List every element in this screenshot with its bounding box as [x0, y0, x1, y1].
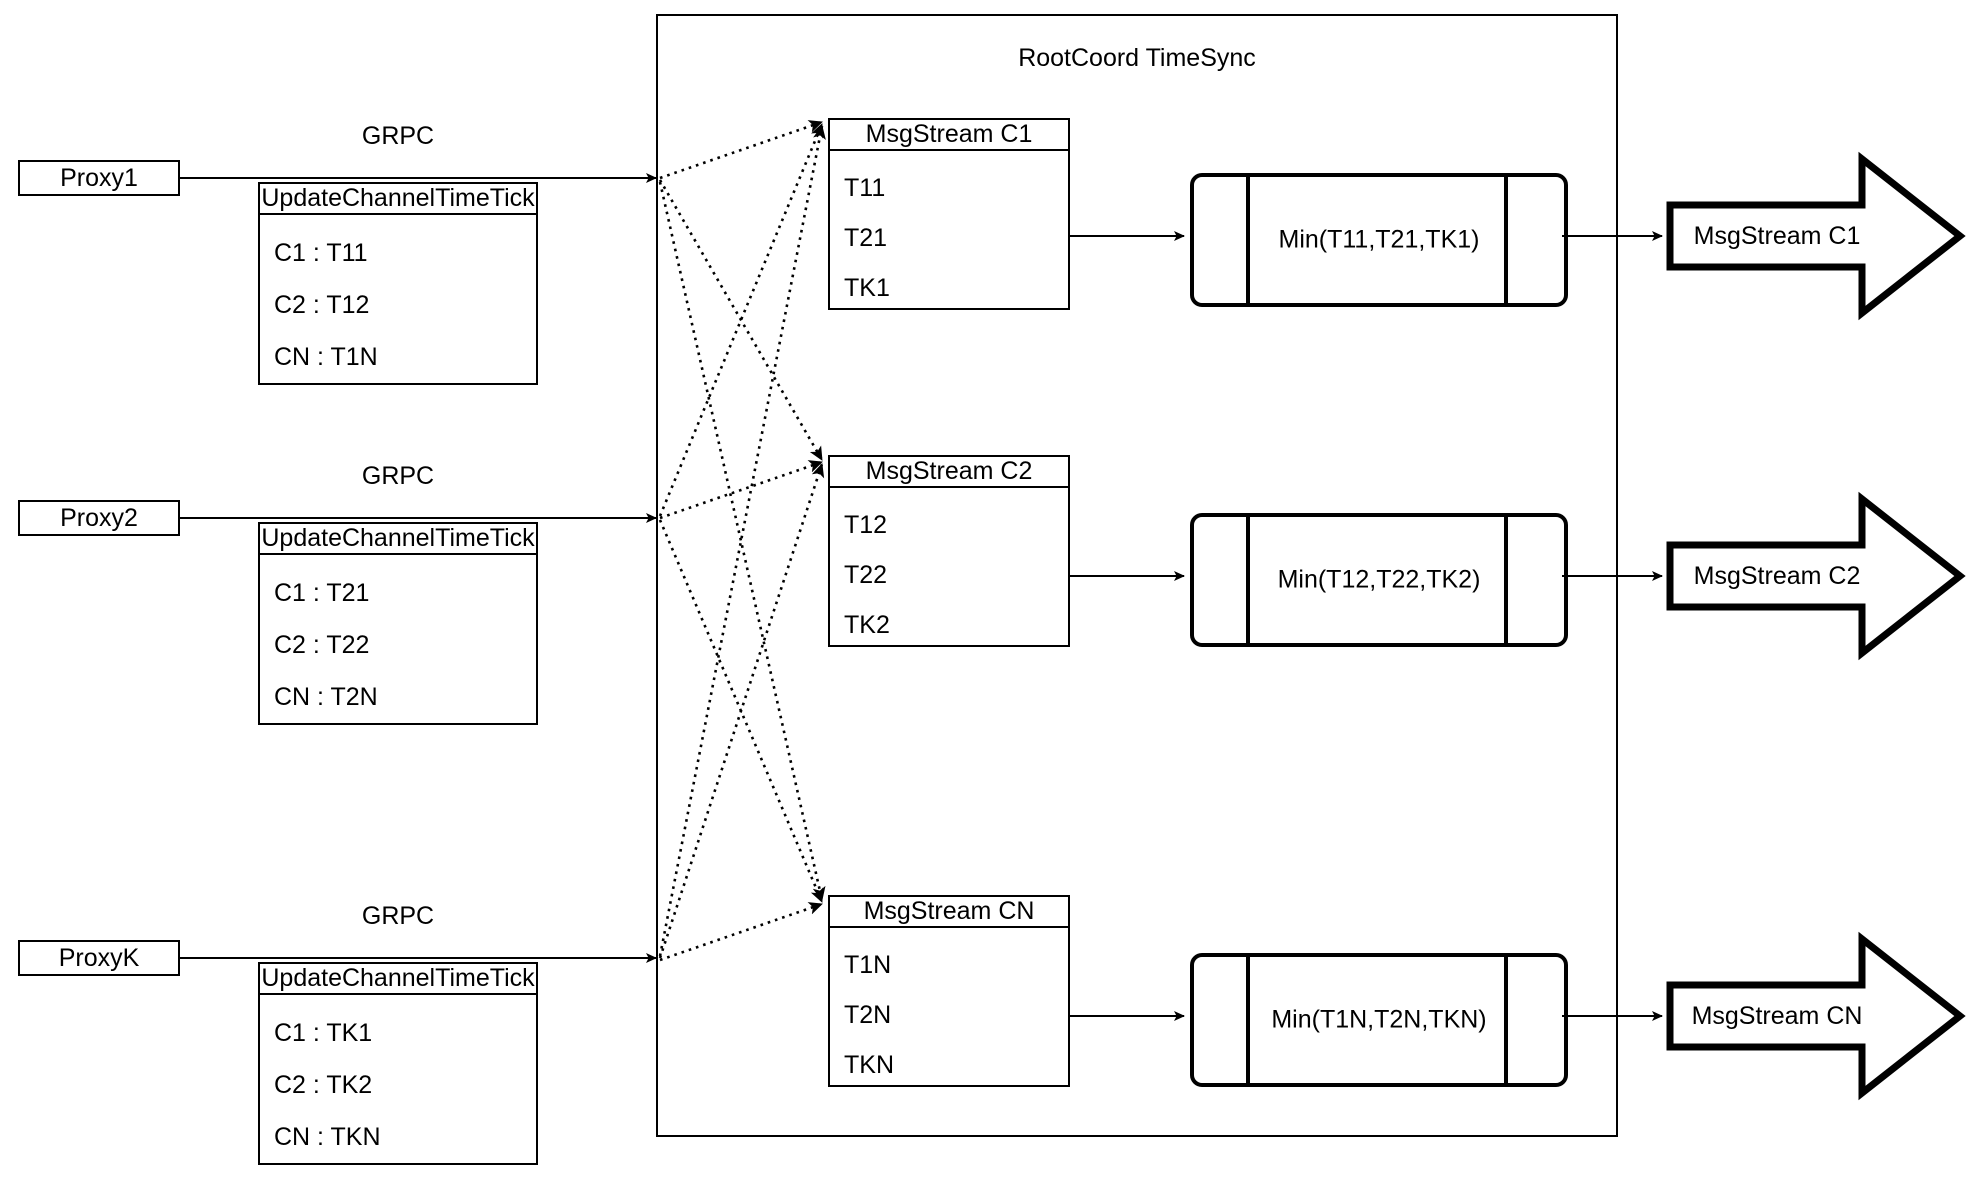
update-channel-timetick-title-3: UpdateChannelTimeTick: [260, 964, 536, 995]
msgstream-entry: T21: [844, 223, 888, 252]
timetick-entry: C1 : TK1: [274, 1018, 373, 1047]
msgstream-entry: T22: [844, 560, 888, 589]
timetick-entry: CN : TKN: [274, 1122, 381, 1151]
msgstream-entry: T12: [844, 510, 888, 539]
grpc-label-2: GRPC: [361, 462, 435, 490]
timetick-entry: CN : T2N: [274, 682, 378, 711]
msgstream-entry: T2N: [844, 1000, 892, 1029]
timetick-entry: C2 : T22: [274, 630, 370, 659]
msgstream-box-cn: MsgStream CN T1N T2N TKN: [828, 895, 1070, 1087]
min-process-divider-right: [1504, 173, 1508, 307]
min-process-cn: Min(T1N,T2N,TKN): [1190, 953, 1568, 1087]
msgstream-entries-cn: T1N T2N TKN: [830, 928, 1068, 1090]
timetick-entry: C1 : T11: [274, 238, 368, 267]
min-process-label-c1: Min(T11,T21,TK1): [1278, 225, 1480, 254]
update-channel-timetick-box-2: UpdateChannelTimeTick C1 : T21 C2 : T22 …: [258, 522, 538, 725]
update-channel-timetick-title-2: UpdateChannelTimeTick: [260, 524, 536, 555]
min-process-c1: Min(T11,T21,TK1): [1190, 173, 1568, 307]
msgstream-entry: TK2: [844, 610, 890, 639]
grpc-label-3: GRPC: [361, 902, 435, 930]
proxy-box-2[interactable]: Proxy2: [18, 500, 180, 536]
msgstream-entries-c2: T12 T22 TK2: [830, 488, 1068, 650]
msgstream-entry: TK1: [844, 273, 890, 302]
update-channel-timetick-entries-3: C1 : TK1 C2 : TK2 CN : TKN: [260, 995, 536, 1163]
min-process-divider-left: [1246, 513, 1250, 647]
update-channel-timetick-box-3: UpdateChannelTimeTick C1 : TK1 C2 : TK2 …: [258, 962, 538, 1165]
min-process-divider-right: [1504, 513, 1508, 647]
min-process-label-c2: Min(T12,T22,TK2): [1277, 565, 1481, 594]
output-arrow-text-c2: MsgStream C2: [1693, 562, 1861, 590]
msgstream-entries-c1: T11 T21 TK1: [830, 151, 1068, 313]
update-channel-timetick-entries-1: C1 : T11 C2 : T12 CN : T1N: [260, 215, 536, 383]
msgstream-entry: T11: [844, 173, 886, 202]
output-arrow-text-cn: MsgStream CN: [1691, 1002, 1863, 1030]
proxy-box-1[interactable]: Proxy1: [18, 160, 180, 196]
update-channel-timetick-entries-2: C1 : T21 C2 : T22 CN : T2N: [260, 555, 536, 723]
output-arrow-text-c1: MsgStream C1: [1693, 222, 1861, 250]
update-channel-timetick-title-1: UpdateChannelTimeTick: [260, 184, 536, 215]
grpc-label-1: GRPC: [361, 122, 435, 150]
msgstream-entry: TKN: [844, 1050, 894, 1079]
timetick-entry: CN : T1N: [274, 342, 378, 371]
rootcoord-timesync-title: RootCoord TimeSync: [1018, 44, 1256, 72]
timetick-entry: C1 : T21: [274, 578, 370, 607]
min-process-divider-right: [1504, 953, 1508, 1087]
update-channel-timetick-box-1: UpdateChannelTimeTick C1 : T11 C2 : T12 …: [258, 182, 538, 385]
msgstream-title-cn: MsgStream CN: [830, 897, 1068, 928]
timetick-entry: C2 : TK2: [274, 1070, 373, 1099]
proxy-box-3[interactable]: ProxyK: [18, 940, 180, 976]
msgstream-title-c2: MsgStream C2: [830, 457, 1068, 488]
timetick-entry: C2 : T12: [274, 290, 370, 319]
min-process-divider-left: [1246, 953, 1250, 1087]
min-process-divider-left: [1246, 173, 1250, 307]
msgstream-title-c1: MsgStream C1: [830, 120, 1068, 151]
min-process-c2: Min(T12,T22,TK2): [1190, 513, 1568, 647]
msgstream-box-c2: MsgStream C2 T12 T22 TK2: [828, 455, 1070, 647]
min-process-label-cn: Min(T1N,T2N,TKN): [1271, 1005, 1487, 1034]
msgstream-entry: T1N: [844, 950, 892, 979]
msgstream-box-c1: MsgStream C1 T11 T21 TK1: [828, 118, 1070, 310]
